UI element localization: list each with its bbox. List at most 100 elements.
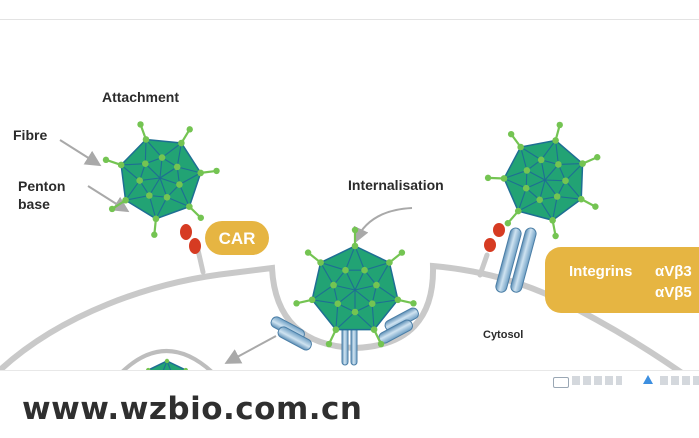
car-label: CAR xyxy=(219,229,256,248)
capsid-facet-edge xyxy=(179,172,201,186)
page-footer: www.wzbio.com.cn xyxy=(0,370,699,438)
fibre-knob xyxy=(398,249,406,256)
adenovirus-capsid-attachment xyxy=(102,121,220,238)
penton-label-line2: base xyxy=(18,196,50,212)
capsid-facet-edge xyxy=(177,166,201,174)
capsid-facet-edge xyxy=(364,262,390,271)
penton-vertex xyxy=(579,160,586,167)
penton-vertex xyxy=(142,160,149,167)
penton-vertex xyxy=(500,175,508,182)
capsid-facet-edge xyxy=(518,199,540,212)
capsid-facet-edge xyxy=(161,142,182,159)
penton-vertex xyxy=(523,167,531,174)
capsid-facet-edge xyxy=(344,245,356,271)
capsid-facet-edge xyxy=(344,269,356,291)
capsid-facet-edge xyxy=(333,284,356,291)
capsid-facet-edge xyxy=(335,303,339,330)
capsid-facet-edge xyxy=(372,299,398,305)
penton-vertex xyxy=(536,196,543,204)
adenovirus-capsid-internalised xyxy=(293,226,417,348)
penton-vertex xyxy=(330,281,337,289)
penton-vertex xyxy=(351,308,359,316)
penton-vertex xyxy=(152,215,160,223)
penton-pointer-arrow xyxy=(87,185,130,213)
capsid-facet-edge xyxy=(176,142,182,167)
fibre-knob xyxy=(377,340,385,348)
fibre-knob xyxy=(556,121,563,129)
capsid-facet-edge xyxy=(555,140,559,165)
capsid-facet-edge xyxy=(565,180,582,200)
fibre-knob xyxy=(351,226,359,234)
penton-vertex xyxy=(394,296,402,304)
car-badge xyxy=(205,221,269,255)
fibre-label: Fibre xyxy=(13,127,47,143)
capsid-facet-edge xyxy=(335,311,356,331)
penton-vertex xyxy=(577,195,585,203)
fibre-knob xyxy=(325,340,333,348)
penton-vertex xyxy=(537,156,545,164)
capsid-facet-edge xyxy=(552,196,558,221)
capsid-facet-edge xyxy=(544,179,558,197)
penton-vertex xyxy=(361,266,368,274)
penton-vertex xyxy=(332,326,340,333)
capsid-shell xyxy=(311,245,399,331)
capsid-facet-edge xyxy=(166,196,190,208)
penton-vertex xyxy=(517,143,524,151)
penton-vertex xyxy=(373,281,380,289)
toolbar-triangle-icon[interactable] xyxy=(643,375,653,384)
penton-vertex xyxy=(122,196,129,204)
capsid-facet-edge xyxy=(354,284,377,291)
penton-vertex xyxy=(117,161,125,169)
penton-vertex xyxy=(549,216,556,224)
fibre-knob xyxy=(592,203,599,210)
integrin-left-pair xyxy=(270,316,312,351)
fibre-knob xyxy=(507,130,515,138)
internalisation-label: Internalisation xyxy=(348,177,444,193)
capsid-facet-edge xyxy=(371,303,375,330)
penton-vertex xyxy=(342,266,349,274)
fibre-knob xyxy=(484,174,492,182)
capsid-facet-edge xyxy=(121,163,146,166)
penton-vertex xyxy=(186,203,193,210)
fibre-knob xyxy=(304,249,312,256)
penton-vertex xyxy=(334,300,342,308)
capsid-facet-edge xyxy=(159,177,180,186)
fibre-knob xyxy=(186,126,193,133)
penton-vertex xyxy=(176,181,183,188)
capsid-facet-edge xyxy=(354,245,366,271)
integrin-avb5-label: αVβ5 xyxy=(655,284,692,301)
integrin-receptor-red-1 xyxy=(493,223,505,237)
adenovirus-capsid-integrin-bound xyxy=(484,121,601,240)
penton-vertex xyxy=(562,177,569,185)
fibre-knob xyxy=(137,121,144,128)
capsid-facet-edge xyxy=(544,164,559,181)
toolbar-item-2-placeholder[interactable] xyxy=(660,376,699,385)
penton-vertex xyxy=(386,259,393,266)
fibre-knob xyxy=(594,154,601,161)
capsid-facet-edge xyxy=(148,177,161,196)
capsid-facet-edge xyxy=(139,177,161,182)
capsid-facet-edge xyxy=(540,140,557,161)
capsid-facet-edge xyxy=(320,262,335,286)
capsid-facet-edge xyxy=(544,179,566,182)
toolbar-item-1-placeholder[interactable] xyxy=(572,376,622,385)
top-divider xyxy=(0,19,699,20)
capsid-facet-edge xyxy=(120,164,141,181)
penton-vertex xyxy=(555,161,562,168)
capsid-facet-edge xyxy=(178,184,190,207)
right-stalk xyxy=(477,252,490,278)
fibre-knob xyxy=(197,214,205,221)
fibre-pointer-arrow xyxy=(59,139,102,167)
capsid-facet-edge xyxy=(159,157,163,179)
capsid-facet-edge xyxy=(148,195,157,219)
integrins-label: Integrins xyxy=(569,263,632,280)
capsid-facet-edge xyxy=(155,197,168,220)
capsid-facet-edge xyxy=(539,199,554,221)
capsid-facet-edge xyxy=(144,163,161,179)
car-receptor-red-1 xyxy=(180,224,192,240)
penton-vertex xyxy=(553,193,561,200)
toolbar-frame-icon[interactable] xyxy=(553,377,569,388)
penton-vertex xyxy=(370,326,378,333)
fibre-knob xyxy=(102,156,110,164)
fibre-knob xyxy=(504,220,512,227)
